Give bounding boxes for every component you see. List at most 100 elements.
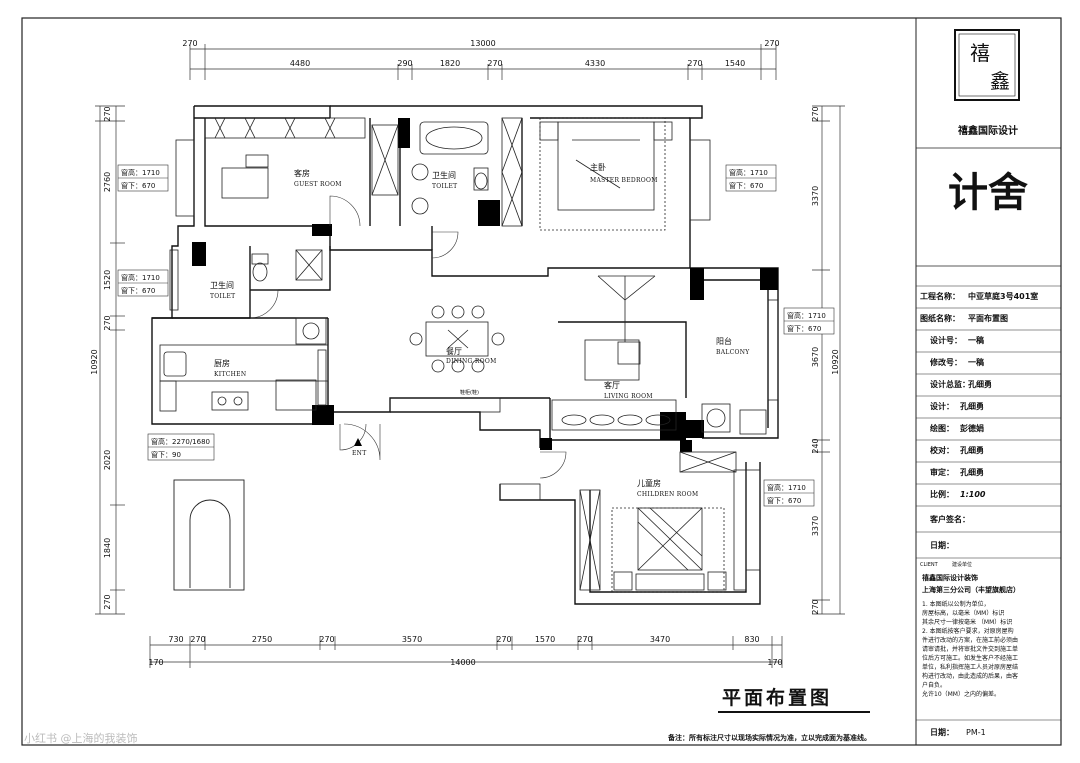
right-dimension-lines (812, 105, 845, 615)
brand-logo: 计舍 (948, 170, 1028, 216)
dim-left-overall: 10920 (90, 349, 99, 374)
dim-right-overall: 10920 (831, 349, 840, 374)
title-block-frame (915, 17, 1062, 746)
dim-right-seg: 3370 (811, 516, 820, 536)
scale-value: 1:100 (960, 490, 986, 499)
balcony-label-en: BALCONY (716, 349, 750, 356)
dim-top-seg: 4480 (290, 59, 310, 68)
toilet-left-label-en: TOILET (210, 293, 235, 300)
guest-room-label-en: GUEST ROOM (294, 181, 342, 188)
window-sill: 窗下：670 (729, 181, 763, 190)
bottom-dimension-lines (149, 636, 783, 668)
dim-bottom-seg: 1570 (535, 635, 555, 644)
client-signature-label: 客户签名： (929, 514, 970, 524)
window-tag-boxes (117, 164, 835, 507)
dim-right-seg: 3670 (811, 347, 820, 367)
dim-bottom-seg: 830 (744, 635, 759, 644)
door-swings (249, 195, 567, 479)
living-room-label-en: LIVING ROOM (604, 393, 653, 400)
dim-bottom-seg: 730 (168, 635, 183, 644)
children-room-label-en: CHILDREN ROOM (637, 491, 698, 498)
drawing-name-value: 平面布置图 (968, 313, 1008, 323)
title-block-notes: 1. 本图纸以公制为单位， 房屋标高，以毫米（MM）标识 其余尺寸一律按毫米 （… (922, 600, 1018, 698)
company-full-name: 禧鑫国际设计装饰 (922, 573, 978, 582)
revision-no-label: 修改号： (929, 357, 962, 367)
revision-no-value: 一稿 (968, 357, 984, 367)
dim-left-seg: 270 (103, 594, 112, 609)
note-line: 构进行改动，由此造成的后果，由客 (922, 672, 1018, 680)
client-label: CLIENT (920, 562, 939, 568)
window-height: 窗高：1710 (767, 483, 806, 492)
dim-bottom-end-left: 170 (148, 658, 163, 667)
dim-right-seg: 270 (811, 106, 820, 121)
toilet-left-label: 卫生间 (210, 280, 234, 290)
left-toilet-fixtures (251, 253, 327, 345)
window-sill: 窗下：670 (767, 496, 801, 505)
logo-char: 鑫 (990, 69, 1010, 93)
dim-bottom-seg: 2750 (252, 635, 272, 644)
dim-top-seg: 270 (487, 59, 502, 68)
exterior-walls (151, 105, 779, 605)
dim-bottom-seg: 270 (577, 635, 592, 644)
arched-cabinet (173, 479, 245, 591)
note-line: 2. 本图纸按客户要求，对原房屋构 (922, 627, 1014, 635)
dim-top-seg: 270 (687, 59, 702, 68)
living-room-label: 客厅 (604, 380, 620, 390)
shoe-cabinet-label: 鞋柜(鞋) (460, 389, 479, 396)
drafter-label: 绘图： (930, 423, 954, 433)
top-dimension-lines (189, 44, 777, 80)
dim-top-seg: 1540 (725, 59, 745, 68)
approver-label: 审定： (930, 467, 954, 477)
living-room-furniture (551, 275, 677, 431)
watermark-text: 小红书 @上海的我装饰 (24, 731, 138, 745)
children-bed (611, 507, 727, 593)
dim-left-seg: 2760 (103, 172, 112, 192)
window-sill: 窗下：670 (121, 286, 155, 295)
master-bed (539, 117, 673, 231)
master-bedroom-label-en: MASTER BEDROOM (590, 177, 658, 184)
dim-right-seg: 3370 (811, 186, 820, 206)
dim-bottom-end-right: 170 (767, 658, 782, 667)
dim-left-seg: 2020 (103, 450, 112, 470)
note-line: 单位，私利指挥施工人员对原房屋结 (922, 663, 1018, 671)
design-director-label: 设计总监： (930, 379, 970, 389)
top-toilet-fixtures (411, 121, 489, 215)
dim-top-overall: 13000 (470, 39, 495, 48)
kitchen-label-en: KITCHEN (214, 371, 246, 378)
note-line: 位后方可施工。如发生客户不经施工 (922, 654, 1018, 662)
dim-top-seg: 1820 (440, 59, 460, 68)
dim-left-seg: 270 (103, 106, 112, 121)
designer-value: 孔细勇 (960, 401, 984, 411)
dim-bottom-seg: 3570 (402, 635, 422, 644)
dim-left-seg: 1840 (103, 538, 112, 558)
window-height: 窗高：1710 (729, 168, 768, 177)
balcony-fixtures (701, 403, 767, 435)
drawing-title: 平面布置图 (722, 686, 832, 709)
dim-right-seg: 270 (811, 599, 820, 614)
window-height: 窗高：1710 (787, 311, 826, 320)
company-name: 禧鑫国际设计 (958, 124, 1018, 137)
window-bays (169, 139, 779, 571)
drafter-value: 彭德娟 (960, 423, 984, 433)
master-bedroom-label: 主卧 (590, 162, 606, 172)
note-line: 允许10（MM）之内的偏差。 (922, 690, 1000, 698)
window-height: 窗高：2270/1680 (151, 437, 210, 446)
project-name-label: 工程名称： (920, 291, 960, 301)
note-line: 1. 本图纸以公制为单位， (922, 600, 990, 608)
client-value: 建设单位 (952, 561, 972, 568)
window-height: 窗高：1710 (121, 273, 160, 282)
branch-name: 上海第三分公司（丰望旗舰店） (922, 585, 1020, 594)
guest-room-label: 客房 (294, 168, 310, 178)
kitchen-fixtures (159, 344, 329, 412)
scale-label: 比例： (930, 489, 954, 499)
note-line: 房屋标高，以毫米（MM）标识 (922, 609, 1004, 617)
window-sill: 窗下：670 (121, 181, 155, 190)
company-logo (954, 29, 1020, 101)
checker-label: 校对： (930, 445, 954, 455)
drawing-name-label: 图纸名称： (920, 313, 960, 323)
kitchen-label: 厨房 (214, 358, 230, 368)
dining-room-label: 餐厅 (446, 347, 462, 356)
dim-left-seg: 1520 (103, 270, 112, 290)
dim-top-seg: 290 (397, 59, 412, 68)
